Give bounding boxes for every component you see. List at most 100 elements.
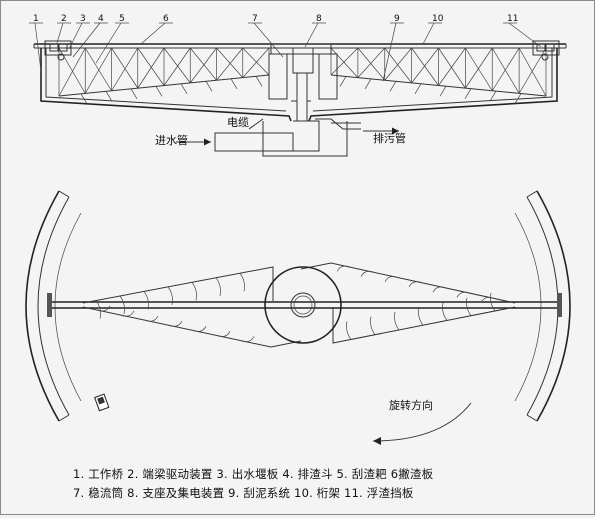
- truss-diagonal: [357, 47, 386, 78]
- scraper-arm-upper-left: [82, 266, 274, 304]
- truss-diagonal: [411, 47, 439, 84]
- truss-diagonal: [137, 47, 165, 89]
- truss-diagonal: [491, 47, 520, 91]
- callout-leader: [422, 22, 435, 45]
- center-support: [270, 43, 332, 55]
- sludge-arrow-head: [392, 127, 399, 135]
- inlet-arrow-head: [204, 138, 211, 146]
- plan-blade: [418, 307, 424, 326]
- scraper-blade: [255, 76, 263, 87]
- rotation-label: 旋转方向: [389, 398, 433, 412]
- scraper-blade: [130, 88, 138, 99]
- truss-diagonal: [189, 47, 217, 84]
- plan-blade: [408, 281, 424, 288]
- callout-5: 5: [119, 14, 125, 24]
- plan-blade: [215, 277, 221, 296]
- plan-blade: [480, 296, 496, 303]
- scraper-blade: [205, 81, 213, 92]
- callout-10: 10: [432, 14, 444, 24]
- scraper-blade: [414, 83, 422, 94]
- callout-leader: [68, 22, 83, 50]
- truss: [58, 47, 547, 97]
- plan-blade: [95, 305, 111, 312]
- tank-bottom-right: [308, 48, 558, 122]
- scraper-blade: [180, 83, 188, 94]
- callout-11: 11: [507, 14, 518, 24]
- callout-9: 9: [394, 14, 400, 24]
- cable-leader: [248, 118, 264, 130]
- plan-blade: [191, 326, 207, 332]
- scum-box: [93, 393, 110, 412]
- sludge-pipe: [315, 118, 361, 130]
- plan-blade: [490, 292, 496, 312]
- plan-blade: [143, 291, 149, 310]
- collector: [292, 47, 314, 74]
- plan-blade: [167, 286, 173, 305]
- scraper-arm-right: [332, 306, 516, 344]
- callout-1: 1: [33, 14, 39, 24]
- plan-end-left: [47, 293, 52, 317]
- inlet-pipe: [214, 132, 294, 152]
- plan-blade: [466, 297, 472, 316]
- truss-diagonal: [357, 47, 386, 81]
- truss-diagonal: [384, 47, 412, 81]
- plan-blade: [432, 286, 448, 293]
- callout-leader: [382, 22, 397, 82]
- plan-blade: [239, 273, 245, 292]
- scraper-blade: [155, 86, 163, 97]
- legend-line-1: 1. 工作桥 2. 端梁驱动装置 3. 出水堰板 4. 排渣斗 5. 刮渣耙 6…: [73, 467, 434, 481]
- plan-blade: [442, 302, 448, 321]
- scraper-blades: [80, 76, 522, 104]
- truss-diagonal: [518, 47, 547, 97]
- cable-label: 电缆: [227, 116, 249, 129]
- truss-diagonal: [438, 47, 466, 89]
- truss-diagonal: [216, 47, 244, 78]
- plan-blade: [215, 331, 231, 337]
- callout-leader: [72, 22, 101, 58]
- legend-line-2: 7. 稳流筒 8. 支座及集电装置 9. 刮泥系统 10. 桁架 11. 浮渣挡…: [73, 486, 414, 500]
- plan-scraper-blades: [95, 265, 496, 343]
- truss-diagonal: [216, 47, 244, 81]
- truss-diagonal: [518, 47, 547, 94]
- truss-diagonal: [242, 47, 270, 78]
- callout-4: 4: [98, 14, 104, 24]
- scraper-blade: [464, 88, 472, 99]
- sludge-pipe-label: 排污管: [373, 131, 406, 145]
- tank-wall-right: [536, 190, 571, 422]
- scraper-blade: [514, 93, 522, 104]
- callout-6: 6: [163, 14, 169, 24]
- scraper-blade: [339, 76, 347, 87]
- plan-blade: [456, 291, 472, 298]
- truss-diagonal: [84, 47, 112, 94]
- plan-view: 旋转方向: [25, 190, 571, 445]
- truss-diagonal: [163, 47, 191, 84]
- tank-bottom-left: [40, 48, 292, 122]
- rotation-arrow: [372, 402, 472, 442]
- truss-diagonal: [189, 47, 217, 81]
- callout-leader: [304, 22, 319, 48]
- truss-diagonal: [111, 47, 139, 89]
- plan-blade: [95, 300, 101, 319]
- truss-diagonal: [330, 47, 359, 78]
- callout-leader: [95, 22, 122, 64]
- plan-blade: [370, 316, 376, 335]
- truss-diagonal: [84, 47, 112, 91]
- scraper-blade: [230, 78, 238, 89]
- truss-diagonal: [491, 47, 520, 94]
- plan-end-right: [557, 293, 562, 317]
- tank-wall-left: [25, 190, 60, 422]
- plan-blade: [239, 336, 255, 343]
- plan-blade: [394, 311, 400, 331]
- scraper-blade: [80, 93, 88, 104]
- plan-blade: [167, 320, 183, 327]
- end-drive-left: [44, 40, 72, 56]
- truss-diagonal: [163, 47, 191, 86]
- plan-blade: [191, 282, 197, 301]
- truss-diagonal: [137, 47, 165, 86]
- scraper-blade: [389, 81, 397, 92]
- plan-blade: [143, 315, 159, 322]
- truss-diagonal: [58, 47, 86, 97]
